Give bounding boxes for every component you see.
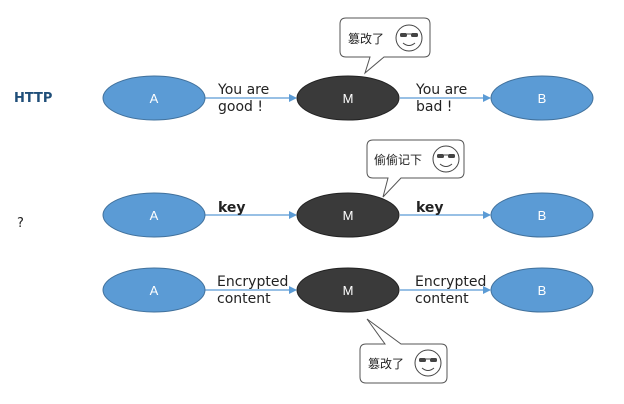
node-b-label: B (538, 91, 547, 106)
node-a-label: A (150, 208, 159, 223)
row-encrypted: A M B Encrypted content Encrypted conten… (102, 267, 594, 384)
sunglasses-smile-face-icon (414, 349, 442, 377)
right-message-line-1: You are (415, 82, 467, 98)
row-http: A M B You are good ! You are bad ! 篡改了 (102, 17, 594, 121)
right-message-line-1: Encrypted (415, 274, 486, 290)
node-b (490, 267, 594, 313)
right-message-line-2: bad ! (416, 99, 452, 115)
node-m-label: M (343, 283, 354, 298)
node-a-label: A (150, 283, 159, 298)
sunglasses-smile-face-icon (395, 24, 423, 52)
node-b-label: B (538, 283, 547, 298)
node-a-label: A (150, 91, 159, 106)
node-b-label: B (538, 208, 547, 223)
right-message: key (416, 200, 444, 216)
node-b (490, 192, 594, 238)
left-message-line-2: content (217, 291, 271, 307)
left-message-line-1: Encrypted (217, 274, 288, 290)
node-b (490, 75, 594, 121)
bubble-text: 篡改了 (368, 356, 404, 371)
node-m-label: M (343, 91, 354, 106)
node-m-label: M (343, 208, 354, 223)
node-m (296, 192, 400, 238)
bubble-text: 篡改了 (348, 31, 384, 46)
node-m (296, 267, 400, 313)
row-key: A M B key key 偷偷记下 (102, 139, 594, 238)
left-message: key (218, 200, 246, 216)
unknown-row-label: ? (17, 216, 24, 231)
bubble-text: 偷偷记下 (374, 152, 422, 167)
sunglasses-smile-face-icon (432, 145, 460, 173)
node-m (296, 75, 400, 121)
right-message-line-2: content (415, 291, 469, 307)
node-a (102, 267, 206, 313)
left-message-line-1: You are (217, 82, 269, 98)
left-message-line-2: good ! (218, 99, 263, 115)
http-row-label: HTTP (14, 91, 52, 106)
node-a (102, 75, 206, 121)
node-a (102, 192, 206, 238)
